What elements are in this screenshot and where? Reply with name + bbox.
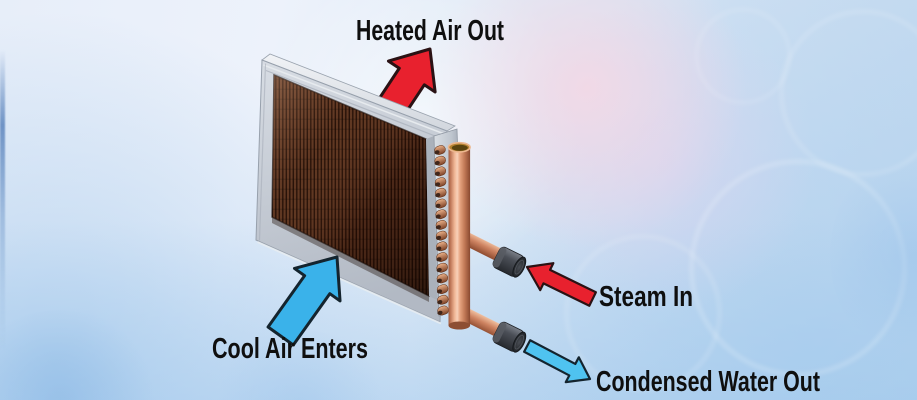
fins-bottom-shadow — [272, 217, 429, 302]
bokeh-ring — [780, 10, 917, 176]
bokeh-ring — [565, 235, 721, 391]
cool-air-enters-arrow-icon — [266, 255, 342, 347]
label-heated-air-out: Heated Air Out — [356, 15, 504, 47]
frame-left-edge-line — [258, 63, 267, 241]
frame-bottom-highlight — [257, 241, 442, 325]
steam-in-arrow-icon — [525, 262, 597, 307]
frame-groove-highlight — [263, 64, 452, 138]
frame-groove-shadow — [265, 69, 449, 142]
left-edge-streak — [0, 50, 5, 350]
coil-fins-shading — [272, 75, 429, 296]
frame-right-strip — [426, 136, 437, 300]
condensed-water-out-arrow-icon — [523, 339, 592, 384]
finned-coil-block — [255, 53, 530, 356]
label-steam-in: Steam In — [599, 281, 693, 313]
label-condensed-water-out: Condensed Water Out — [596, 366, 820, 398]
copper-steam-header-pipe — [447, 141, 471, 330]
bokeh-ring — [695, 8, 791, 104]
label-cool-air-enters: Cool Air Enters — [212, 333, 368, 365]
